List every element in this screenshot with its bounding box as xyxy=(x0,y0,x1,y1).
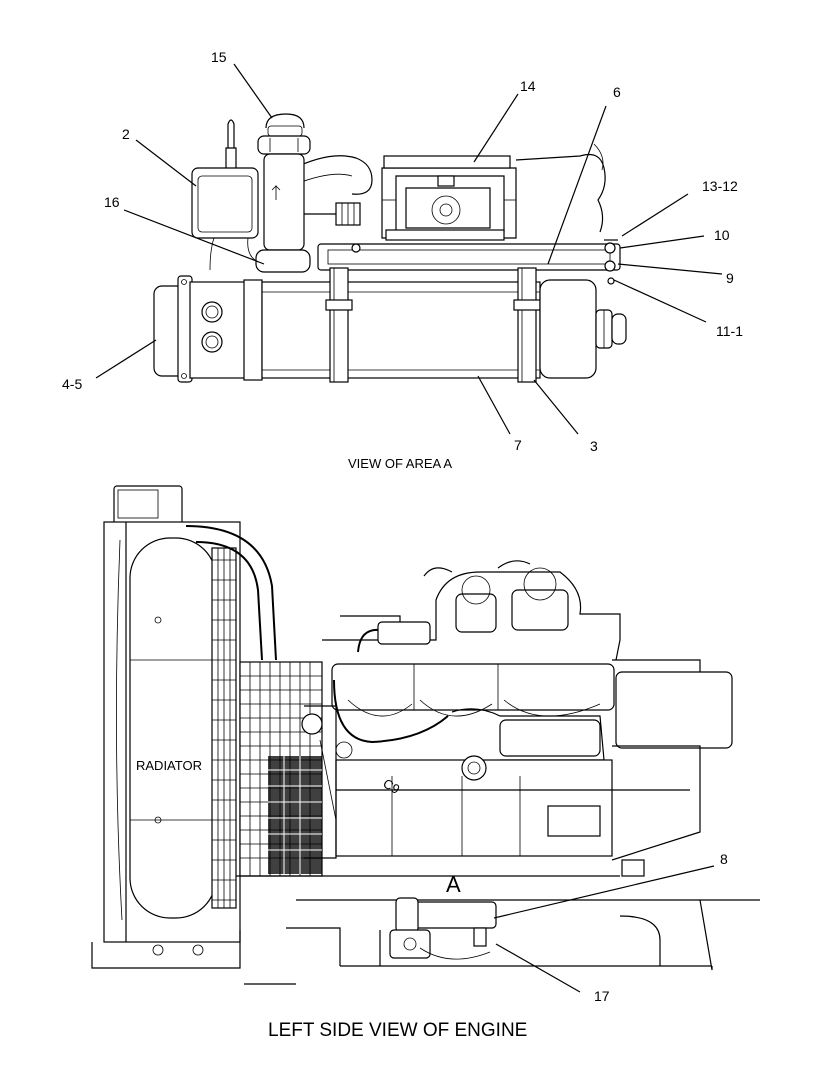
callouts-engine: 8 17 xyxy=(594,851,728,1004)
view-area-caption: VIEW OF AREA A xyxy=(348,456,452,471)
callout-16: 16 xyxy=(104,194,120,210)
callout-13-12: 13-12 xyxy=(702,178,738,194)
callout-2: 2 xyxy=(122,126,130,142)
main-caption: LEFT SIDE VIEW OF ENGINE xyxy=(268,1020,527,1041)
detail-view-area-a xyxy=(153,113,627,383)
leader-lines-engine xyxy=(493,865,715,993)
callout-6: 6 xyxy=(613,84,621,100)
callout-3: 3 xyxy=(590,438,598,454)
callout-4-5: 4-5 xyxy=(62,376,82,392)
callout-8: 8 xyxy=(720,851,728,867)
callout-11-1: 11-1 xyxy=(716,323,743,339)
callout-15: 15 xyxy=(211,49,227,65)
callout-14: 14 xyxy=(520,78,536,94)
callout-9: 9 xyxy=(726,270,734,286)
callout-17: 17 xyxy=(594,988,610,1004)
callout-10: 10 xyxy=(714,227,730,243)
callout-7: 7 xyxy=(514,437,522,453)
engine-view: C9 xyxy=(91,485,760,985)
svg-text:C9: C9 xyxy=(381,776,403,797)
leader-lines-detail xyxy=(95,63,723,435)
fan-guard xyxy=(239,661,323,877)
radiator-label: RADIATOR xyxy=(136,758,202,773)
area-a-marker: A xyxy=(446,872,461,897)
callouts-detail: 15 14 6 2 16 13-12 10 9 11-1 4-5 7 3 xyxy=(62,49,743,454)
